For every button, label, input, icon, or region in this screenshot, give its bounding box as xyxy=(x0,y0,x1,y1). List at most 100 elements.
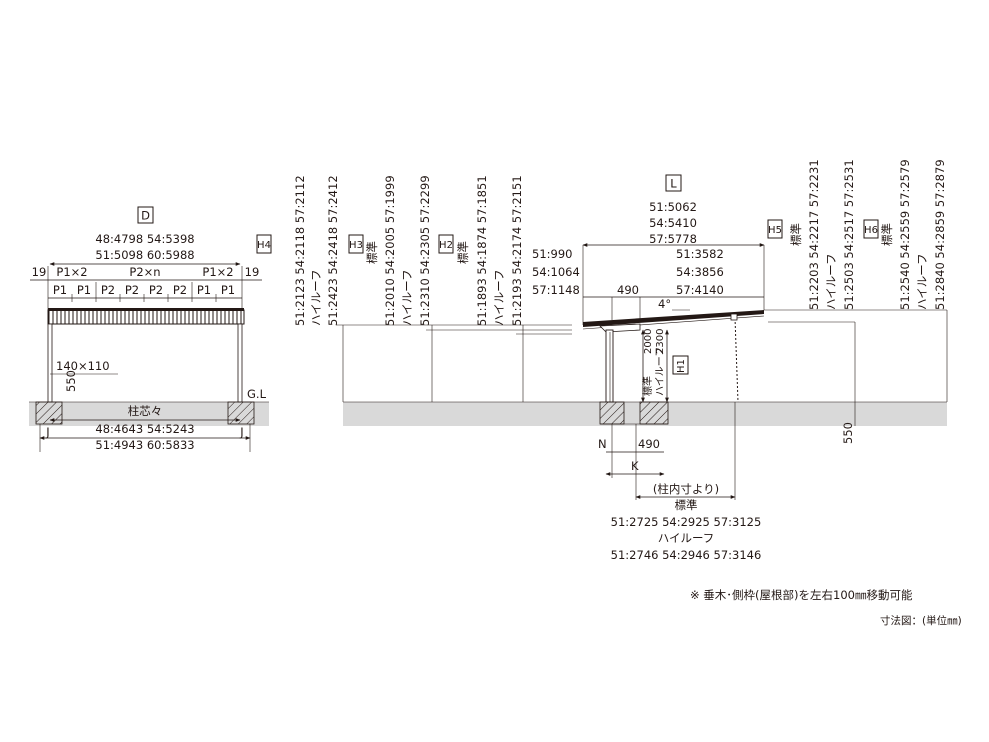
side-roof xyxy=(583,310,764,327)
h4-label-box xyxy=(256,234,272,254)
front-post-left xyxy=(47,323,53,403)
edge-left-label: 19 xyxy=(32,265,47,279)
h2-highroof-values: 51:2193 54:2174 57:2151 xyxy=(510,175,524,326)
pitch-label: P1 xyxy=(77,283,91,297)
j-right-label: J xyxy=(239,425,243,439)
h6-label: H6 xyxy=(864,225,878,236)
h3-standard-values: 51:2010 54:2005 57:1999 xyxy=(383,175,397,326)
d-dimension-line2: 51:5098 60:5988 xyxy=(95,248,194,262)
center-label: 柱芯々 xyxy=(128,404,163,418)
d-label-box xyxy=(137,206,154,224)
bottom-dimension: 51:4943 60:5833 xyxy=(95,438,194,452)
left-overhang-line1: 51:990 xyxy=(532,247,572,261)
p1x2-left-label: P1×2 xyxy=(56,265,87,279)
note-movable: ※ 垂木･側枠(屋根部)を左右100㎜移動可能 xyxy=(690,588,913,602)
side-support-dotted xyxy=(734,317,739,403)
pitch-label: P2 xyxy=(125,283,139,297)
h-high-value: 2300 xyxy=(655,329,666,354)
h2-standard-label: 標準 xyxy=(456,241,470,264)
h6-label-box xyxy=(863,219,879,239)
k-label: K xyxy=(631,459,639,473)
right-span-line3: 57:4140 xyxy=(676,283,724,297)
p1x2-right-label: P1×2 xyxy=(202,265,233,279)
left-overhang-line3: 57:1148 xyxy=(532,283,580,297)
center-dimension: 48:4643 54:5243 xyxy=(95,422,194,436)
std-label: 標準 xyxy=(675,498,698,512)
front-roof-edge xyxy=(48,308,244,311)
h-std-value: 2000 xyxy=(643,329,654,354)
edge-right-label: 19 xyxy=(245,265,260,279)
pitch-label: P1 xyxy=(197,283,211,297)
h3-label-box xyxy=(348,234,364,254)
h2-highroof-label: ハイルーフ xyxy=(492,269,506,326)
std-values: 51:2725 54:2925 57:3125 xyxy=(611,515,762,529)
l-line1: 51:5062 xyxy=(649,200,697,214)
front-roof xyxy=(47,309,245,325)
n-label: N xyxy=(598,437,607,451)
front-post-right xyxy=(237,323,243,403)
h6-highroof-label: ハイルーフ xyxy=(915,253,929,310)
side-post xyxy=(605,329,614,403)
dim-490-top: 490 xyxy=(617,283,639,297)
highroof-label: ハイルーフ xyxy=(658,531,715,545)
h6-highroof-values: 51:2840 54:2859 57:2879 xyxy=(933,159,947,310)
footing-left xyxy=(35,401,63,425)
pitch-label: P1 xyxy=(53,283,67,297)
h2-standard-values: 51:1893 54:1874 57:1851 xyxy=(475,175,489,326)
h4-label: H4 xyxy=(257,240,271,251)
d-label: D xyxy=(141,209,150,223)
h4-standard-values: 51:2123 54:2118 57:2112 xyxy=(293,175,307,326)
h5-label-box xyxy=(767,219,783,239)
pitch-label: P2 xyxy=(173,283,187,297)
pitch-label: P2 xyxy=(149,283,163,297)
height-columns-right: H5 標準 51:2203 54:2217 57:2231 ハイルーフ 51:2… xyxy=(764,159,948,402)
h5-standard-label: 標準 xyxy=(789,223,803,246)
highroof-values: 51:2746 54:2946 57:3146 xyxy=(611,548,762,562)
d-dimension-line1: 48:4798 54:5398 xyxy=(95,232,194,246)
pitch-ticks xyxy=(47,266,243,312)
side-footing-right xyxy=(639,401,669,425)
h5-highroof-label: ハイルーフ xyxy=(824,253,838,310)
depth-550-label: 550 xyxy=(841,422,855,444)
h1-label-box xyxy=(672,355,689,375)
h2-label-box xyxy=(438,234,454,254)
h3-standard-label: 標準 xyxy=(365,241,379,264)
note-units: 寸法図：(単位㎜) xyxy=(880,615,962,627)
l-label-box xyxy=(665,174,682,192)
dim-490-bottom: 490 xyxy=(638,437,660,451)
inner-dimension-label: (柱内寸より) xyxy=(653,482,719,496)
front-view: D 48:4798 54:5398 51:5098 60:5988 19 P1×… xyxy=(29,206,269,452)
h-high-label: ハイルーフ xyxy=(655,347,666,396)
h3-label: H3 xyxy=(349,240,363,251)
pitch-label: P1 xyxy=(221,283,235,297)
l-line3: 57:5778 xyxy=(649,232,697,246)
side-view: H4 51:2123 54:2118 57:2112 ハイルーフ 51:2423… xyxy=(256,159,948,562)
h4-highroof-values: 51:2423 54:2418 57:2412 xyxy=(326,175,340,326)
pitch-label: P2 xyxy=(101,283,115,297)
h5-standard-values: 51:2203 54:2217 57:2231 xyxy=(807,159,821,310)
left-overhang-line2: 54:1064 xyxy=(532,265,580,279)
angle-label: 4° xyxy=(658,297,671,311)
p2xn-label: P2×n xyxy=(129,265,160,279)
h5-highroof-values: 51:2503 54:2517 57:2531 xyxy=(842,159,856,310)
j-left-label: J xyxy=(45,425,49,439)
h5-label: H5 xyxy=(768,225,782,236)
right-span-line1: 51:3582 xyxy=(676,247,724,261)
height-columns-left: H4 51:2123 54:2118 57:2112 ハイルーフ 51:2423… xyxy=(256,175,572,402)
gl-label: G.L xyxy=(247,387,267,401)
post-size-label: 140×110 xyxy=(56,359,110,373)
h4-highroof-label: ハイルーフ xyxy=(309,269,323,326)
h3-highroof-label: ハイルーフ xyxy=(400,269,414,326)
h1-label: H1 xyxy=(676,359,687,373)
side-footing-left xyxy=(599,401,625,425)
footing-right xyxy=(227,401,255,425)
l-label: L xyxy=(670,177,677,191)
h6-standard-label: 標準 xyxy=(880,223,894,246)
post-depth-label: 550 xyxy=(64,370,78,392)
h6-standard-values: 51:2540 54:2559 57:2579 xyxy=(898,159,912,310)
h3-highroof-values: 51:2310 54:2305 57:2299 xyxy=(418,175,432,326)
right-span-line2: 54:3856 xyxy=(676,265,724,279)
pitch-labels: P1 P1 P2 P2 P2 P2 P1 P1 xyxy=(53,283,235,297)
